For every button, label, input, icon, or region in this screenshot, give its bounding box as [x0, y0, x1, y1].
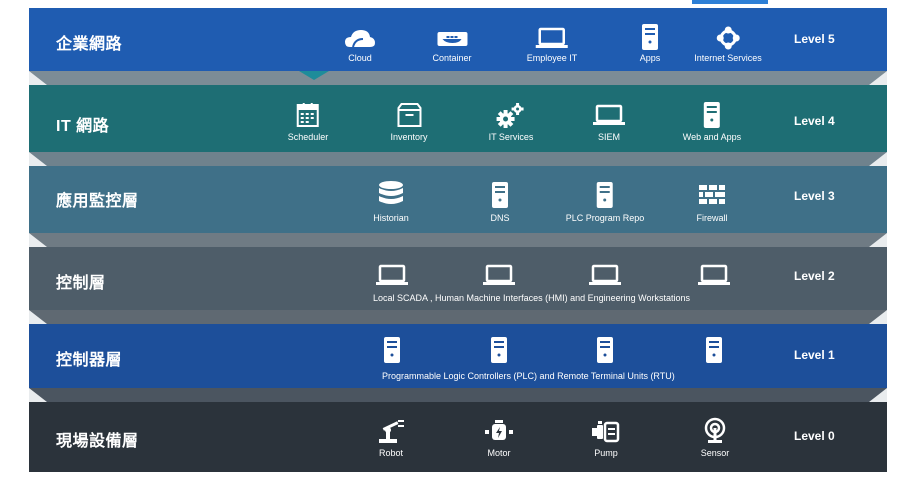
robot-arm-icon: [373, 416, 409, 446]
item-label: Web and Apps: [682, 132, 742, 142]
layer-caption: Local SCADA , Human Machine Interfaces (…: [373, 293, 690, 303]
layer-name: 現場設備層: [56, 433, 139, 450]
item-employee-it: Employee IT: [526, 25, 578, 63]
layer-name: 應用監控層: [56, 193, 139, 210]
layer-caption: Programmable Logic Controllers (PLC) and…: [382, 371, 675, 381]
item-label: Motor: [487, 448, 511, 458]
layer-name: 控制器層: [56, 352, 123, 369]
ics-layer-diagram: 企業網路 Level 5 Cloud Container Employee IT…: [29, 0, 887, 472]
calendar-icon: [290, 100, 326, 130]
server-icon: [632, 23, 668, 51]
server-icon: [374, 335, 410, 365]
item-workstation-4: [696, 262, 732, 288]
level-label: Level 2: [794, 269, 835, 283]
item-label: Apps: [639, 53, 661, 63]
level-label: Level 3: [794, 189, 835, 203]
layer-name: 控制層: [56, 275, 106, 292]
layer-name: 企業網路: [56, 36, 123, 53]
gears-icon: [493, 100, 529, 130]
laptop-icon: [534, 25, 570, 51]
level-label: Level 1: [794, 348, 835, 362]
item-label: IT Services: [488, 132, 534, 142]
server-icon: [482, 179, 518, 211]
level-label: Level 5: [794, 32, 835, 46]
item-label: Inventory: [390, 132, 428, 142]
item-label: Cloud: [348, 53, 372, 63]
firewall-icon: [694, 179, 730, 211]
item-dns: DNS: [482, 179, 518, 223]
item-inventory: Inventory: [390, 100, 428, 142]
connector-5-4: [29, 71, 887, 85]
layer-level-2: 控制層 Level 2 Local SCADA , Human Machine …: [29, 247, 887, 310]
network-icon: [710, 25, 746, 51]
item-web-and-apps: Web and Apps: [683, 100, 741, 142]
layer-level-3: 應用監控層 Level 3 Historian DNS PLC Program …: [29, 166, 887, 233]
server-icon: [694, 100, 730, 130]
layer-name: IT 網路: [56, 118, 110, 135]
item-internet-services: Internet Services: [694, 25, 762, 63]
level-label: Level 0: [794, 429, 835, 443]
motor-icon: [481, 416, 517, 446]
item-workstation-1: [374, 262, 410, 288]
sensor-icon: [697, 416, 733, 446]
server-icon: [587, 335, 623, 365]
item-workstation-3: [587, 262, 623, 288]
pump-icon: [588, 416, 624, 446]
item-plc-2: [481, 335, 517, 365]
item-label: PLC Program Repo: [565, 213, 645, 223]
item-plc-1: [374, 335, 410, 365]
item-label: Robot: [378, 448, 404, 458]
item-label: SIEM: [597, 132, 620, 142]
item-motor: Motor: [481, 416, 517, 458]
layer-level-1: 控制器層 Level 1 Programmable Logic Controll…: [29, 324, 887, 388]
database-icon: [373, 179, 409, 211]
connector-4-3: [29, 152, 887, 166]
item-container: Container: [432, 25, 472, 63]
item-label: Employee IT: [526, 53, 578, 63]
item-scheduler: Scheduler: [287, 100, 329, 142]
server-icon: [696, 335, 732, 365]
layer-level-0: 現場設備層 Level 0 Robot Motor Pump Sensor: [29, 402, 887, 472]
server-icon: [481, 335, 517, 365]
laptop-icon: [374, 262, 410, 288]
item-siem: SIEM: [591, 100, 627, 142]
layer-level-4: IT 網路 Level 4 Scheduler Inventory IT Ser…: [29, 85, 887, 152]
top-strip: [29, 0, 887, 8]
level-label: Level 4: [794, 114, 835, 128]
item-label: Container: [432, 53, 472, 63]
docker-icon: [434, 25, 470, 51]
laptop-icon: [696, 262, 732, 288]
item-it-services: IT Services: [488, 100, 534, 142]
connector-3-2: [29, 233, 887, 247]
laptop-icon: [587, 262, 623, 288]
item-sensor: Sensor: [697, 416, 733, 458]
item-rtu-1: [587, 335, 623, 365]
item-label: Scheduler: [287, 132, 329, 142]
item-label: Firewall: [696, 213, 728, 223]
item-cloud: Cloud: [342, 25, 378, 63]
item-label: Internet Services: [694, 53, 762, 63]
layer-level-5: 企業網路 Level 5 Cloud Container Employee IT…: [29, 8, 887, 71]
box-icon: [391, 100, 427, 130]
laptop-icon: [591, 100, 627, 130]
server-icon: [587, 179, 623, 211]
item-rtu-2: [696, 335, 732, 365]
item-label: Historian: [373, 213, 409, 223]
item-plc-program-repo: PLC Program Repo: [565, 179, 645, 223]
item-label: Sensor: [700, 448, 730, 458]
cloud-icon: [342, 25, 378, 51]
laptop-icon: [481, 262, 517, 288]
item-firewall: Firewall: [694, 179, 730, 223]
item-robot: Robot: [373, 416, 409, 458]
item-workstation-2: [481, 262, 517, 288]
top-accent-tab: [692, 0, 768, 4]
item-label: Pump: [594, 448, 618, 458]
connector-2-1: [29, 310, 887, 324]
item-apps: Apps: [632, 23, 668, 63]
item-label: DNS: [490, 213, 510, 223]
item-historian: Historian: [373, 179, 409, 223]
item-pump: Pump: [588, 416, 624, 458]
connector-1-0: [29, 388, 887, 402]
